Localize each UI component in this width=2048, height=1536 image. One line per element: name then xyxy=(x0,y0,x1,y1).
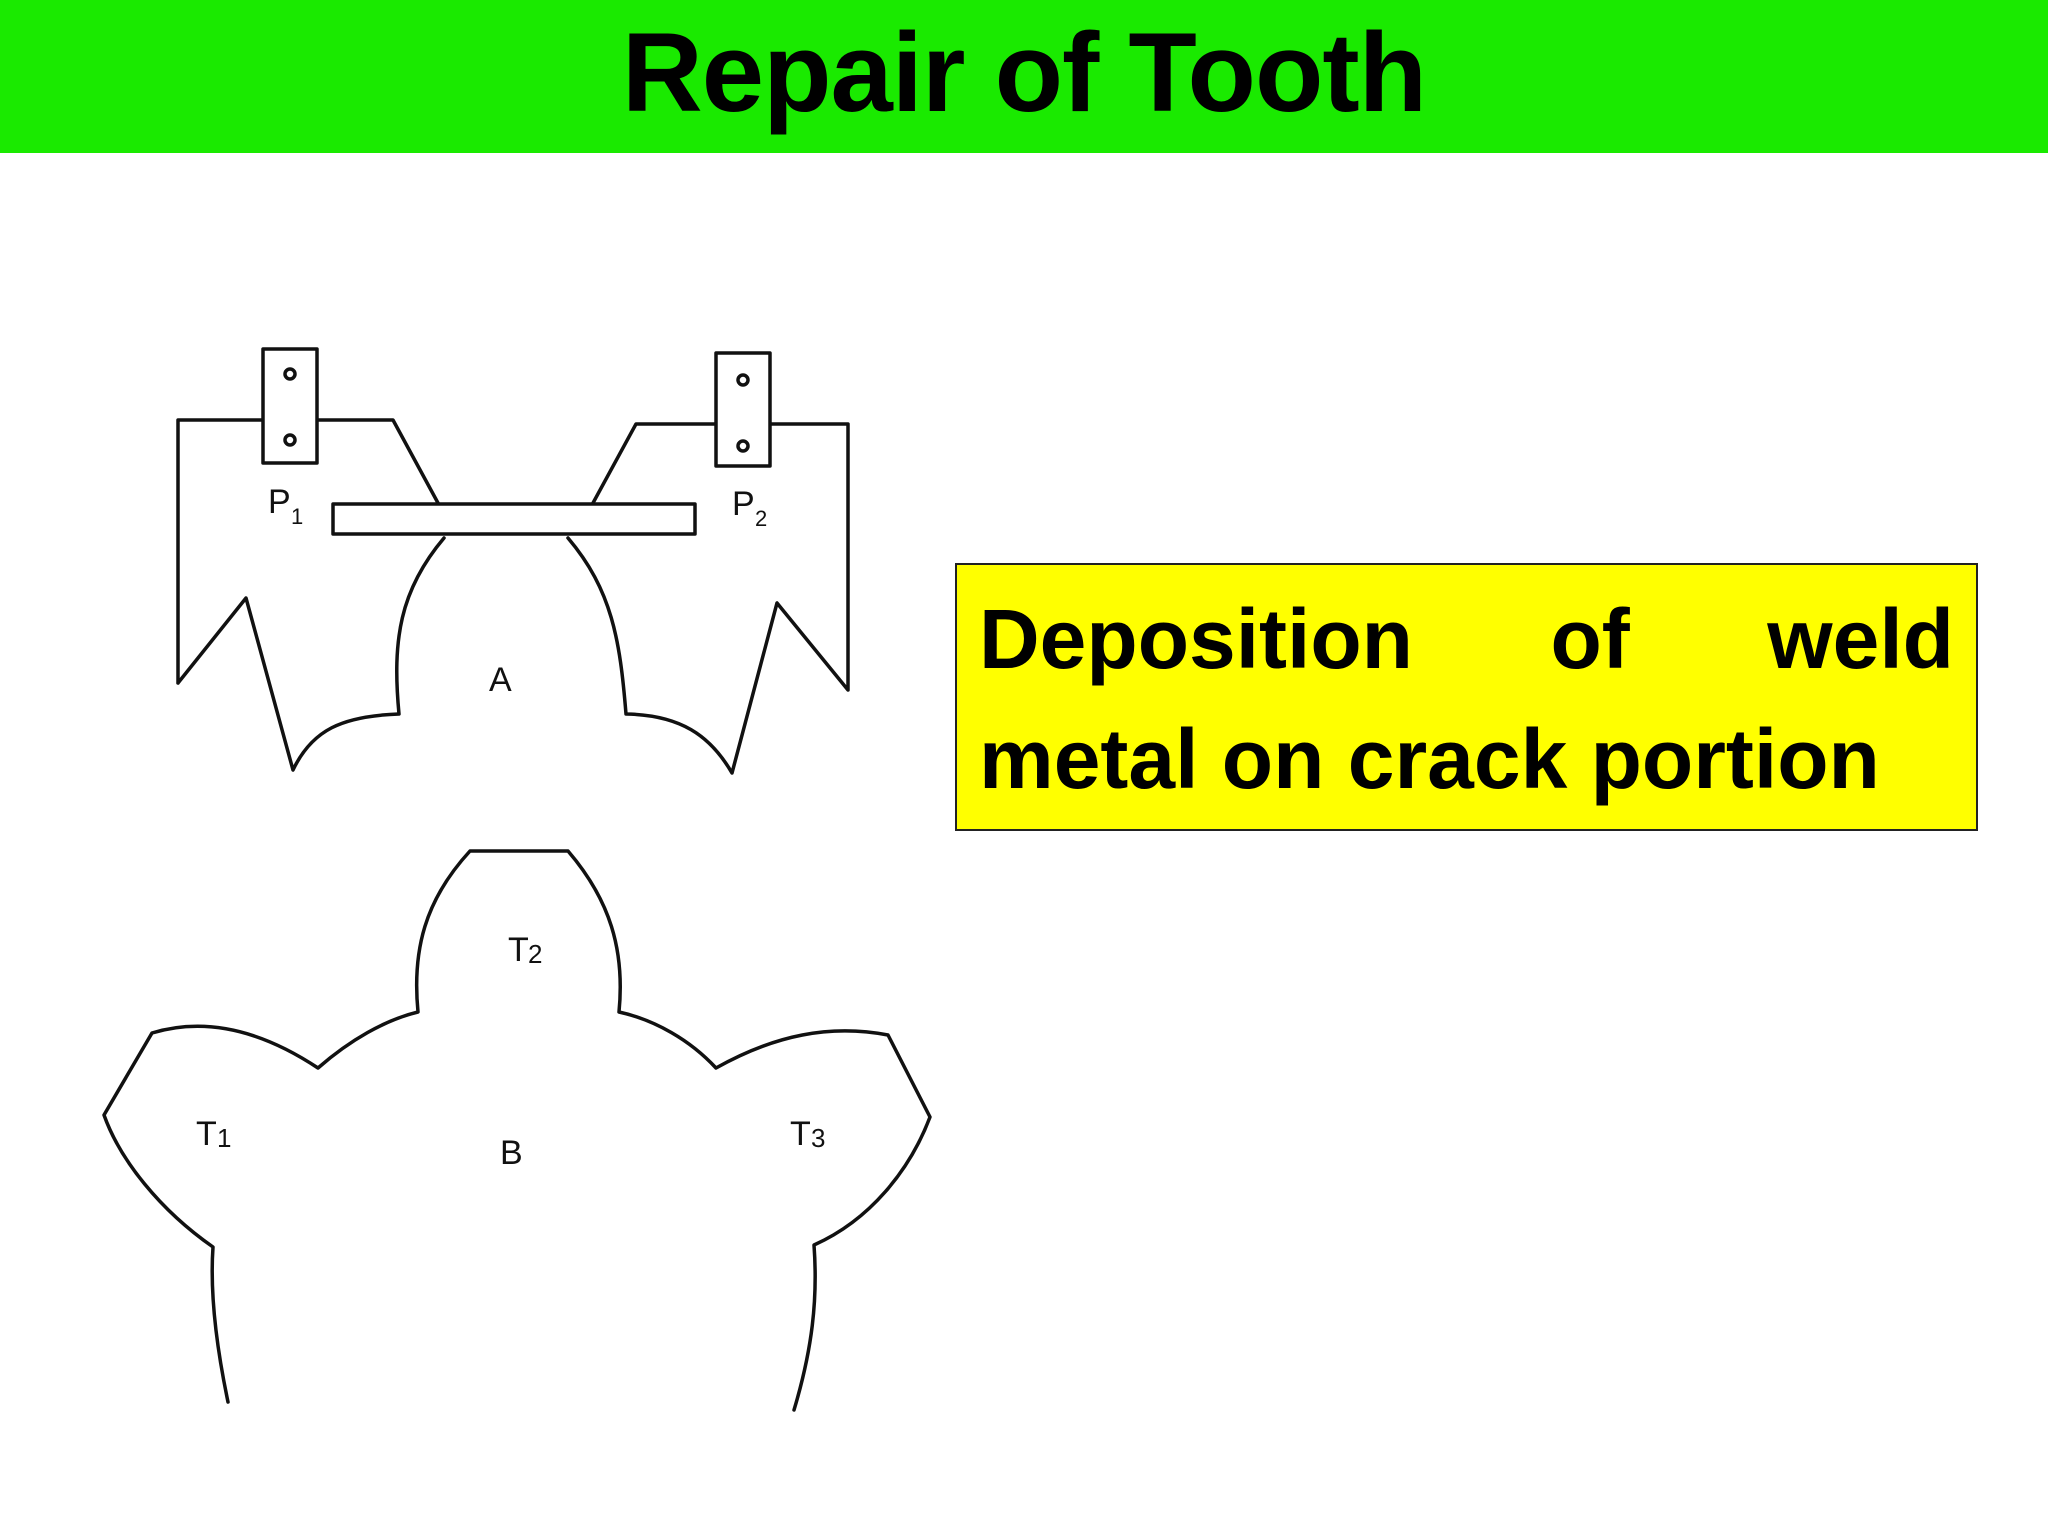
svg-text:T: T xyxy=(790,1115,811,1153)
clamp-p1-hole-top xyxy=(283,367,297,381)
label-b: B xyxy=(500,1134,523,1172)
svg-text:2: 2 xyxy=(528,939,542,969)
clamp-p2-hole-bottom xyxy=(736,439,750,453)
label-p2: P 2 xyxy=(732,485,767,531)
label-t2: T 2 xyxy=(508,931,542,969)
label-a: A xyxy=(489,661,512,699)
label-t1: T 1 xyxy=(196,1115,231,1153)
svg-text:T: T xyxy=(508,931,529,969)
slide-title: Repair of Tooth xyxy=(621,9,1427,135)
clamp-p2-hole-top xyxy=(736,373,750,387)
clamp-p1-hole-bottom xyxy=(283,433,297,447)
title-bar: Repair of Tooth xyxy=(0,0,2048,153)
clamp-bar xyxy=(331,502,697,536)
part-a-outline xyxy=(176,418,850,775)
clamp-plate-p2 xyxy=(714,351,772,468)
svg-text:T: T xyxy=(196,1115,217,1153)
part-b-outline xyxy=(102,849,932,1412)
callout-box: Deposition of weld metal on crack portio… xyxy=(955,563,1978,831)
svg-text:1: 1 xyxy=(291,504,303,529)
svg-text:P: P xyxy=(732,485,755,523)
callout-text: Deposition of weld metal on crack portio… xyxy=(979,592,1954,806)
svg-text:3: 3 xyxy=(811,1123,825,1153)
label-t3: T 3 xyxy=(790,1115,825,1153)
svg-text:2: 2 xyxy=(755,506,767,531)
svg-text:1: 1 xyxy=(217,1123,231,1153)
label-p1: P 1 xyxy=(268,483,303,529)
svg-text:P: P xyxy=(268,483,291,521)
